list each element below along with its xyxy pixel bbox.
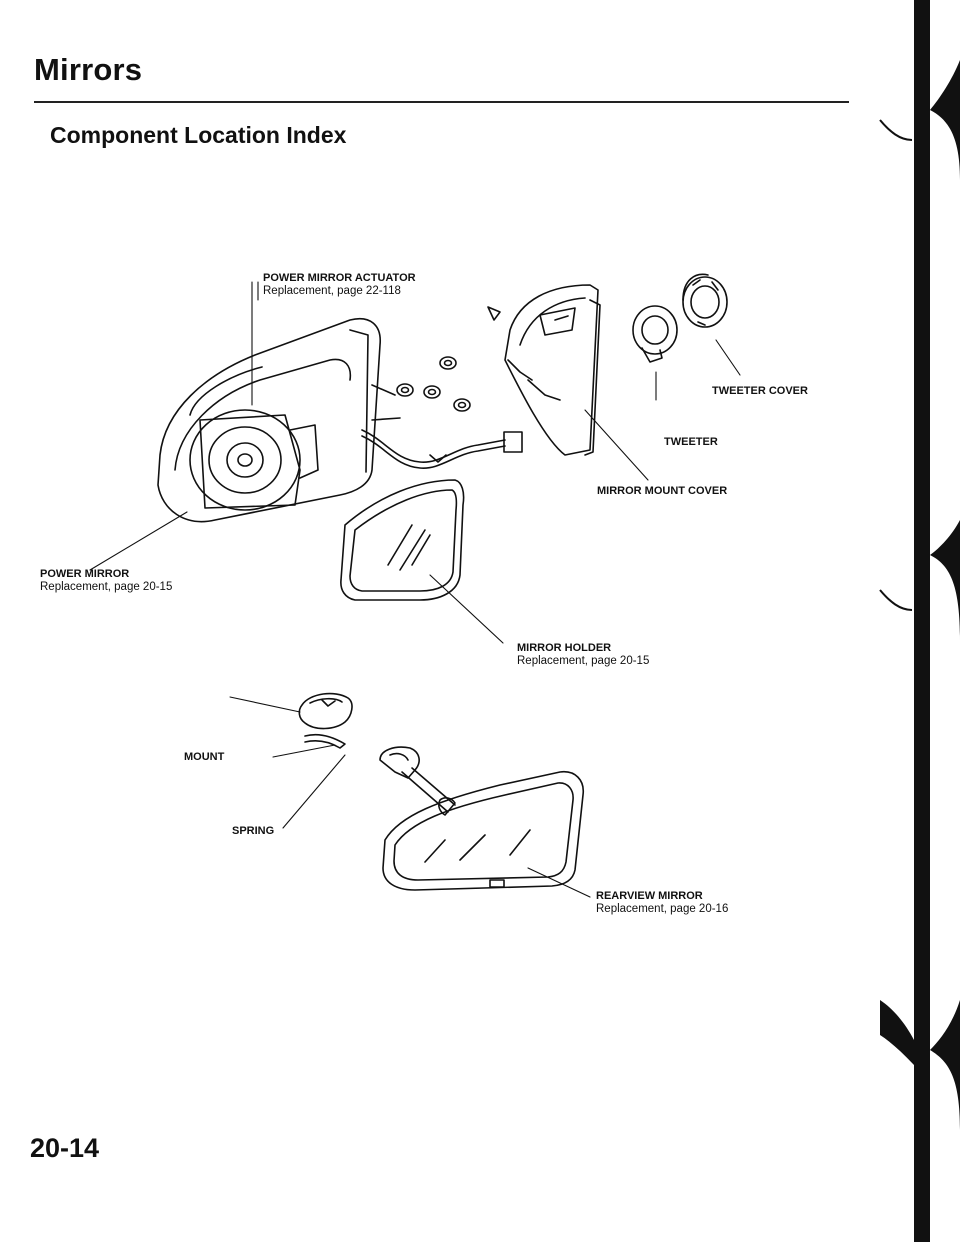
page-title: Mirrors <box>34 52 143 87</box>
callout-ref: Replacement, page 20-15 <box>40 580 173 593</box>
callout-mirror-mount-cover: MIRROR MOUNT COVER <box>597 485 728 498</box>
rearview-mirror-drawing <box>379 746 585 891</box>
callout-ref: Replacement, page 22-118 <box>263 284 401 297</box>
callout-mirror-holder: MIRROR HOLDER Replacement, page 20-15 <box>517 642 650 667</box>
callout-name: SPRING <box>232 825 275 837</box>
callout-rearview-mirror: REARVIEW MIRROR Replacement, page 20-16 <box>596 890 729 915</box>
callout-tweeter-cover: TWEETER COVER <box>712 385 808 398</box>
mirror-holder-drawing <box>340 479 465 601</box>
callout-ref: Replacement, page 20-15 <box>517 654 650 667</box>
mount-drawing <box>298 692 353 749</box>
power-mirror-drawing <box>157 318 401 523</box>
callout-name: POWER MIRROR ACTUATOR <box>263 272 416 284</box>
page-number: 20-14 <box>30 1133 100 1163</box>
callout-ref: Replacement, page 20-16 <box>596 902 729 915</box>
callout-name: MIRROR MOUNT COVER <box>597 485 728 497</box>
tweeter-drawing <box>632 305 678 363</box>
wire-harness-drawing <box>361 429 523 469</box>
callout-tweeter: TWEETER <box>664 436 718 449</box>
mirror-mount-cover-drawing <box>504 284 601 456</box>
callout-spring: SPRING <box>232 825 275 838</box>
callout-power-mirror: POWER MIRROR Replacement, page 20-15 <box>40 568 173 593</box>
callout-power-mirror-actuator: POWER MIRROR ACTUATOR Replacement, page … <box>263 272 416 297</box>
callout-name: MOUNT <box>184 751 225 763</box>
screws-drawing <box>396 306 501 412</box>
callout-name: TWEETER <box>664 436 718 448</box>
callout-name: POWER MIRROR <box>40 568 130 580</box>
tweeter-cover-drawing <box>682 273 728 328</box>
title-rule <box>34 101 849 103</box>
callout-name: TWEETER COVER <box>712 385 808 397</box>
leader-lines <box>89 281 741 898</box>
callout-name: REARVIEW MIRROR <box>596 890 703 902</box>
section-title: Component Location Index <box>50 122 347 148</box>
callout-name: MIRROR HOLDER <box>517 642 612 654</box>
callout-mount: MOUNT <box>184 751 225 764</box>
